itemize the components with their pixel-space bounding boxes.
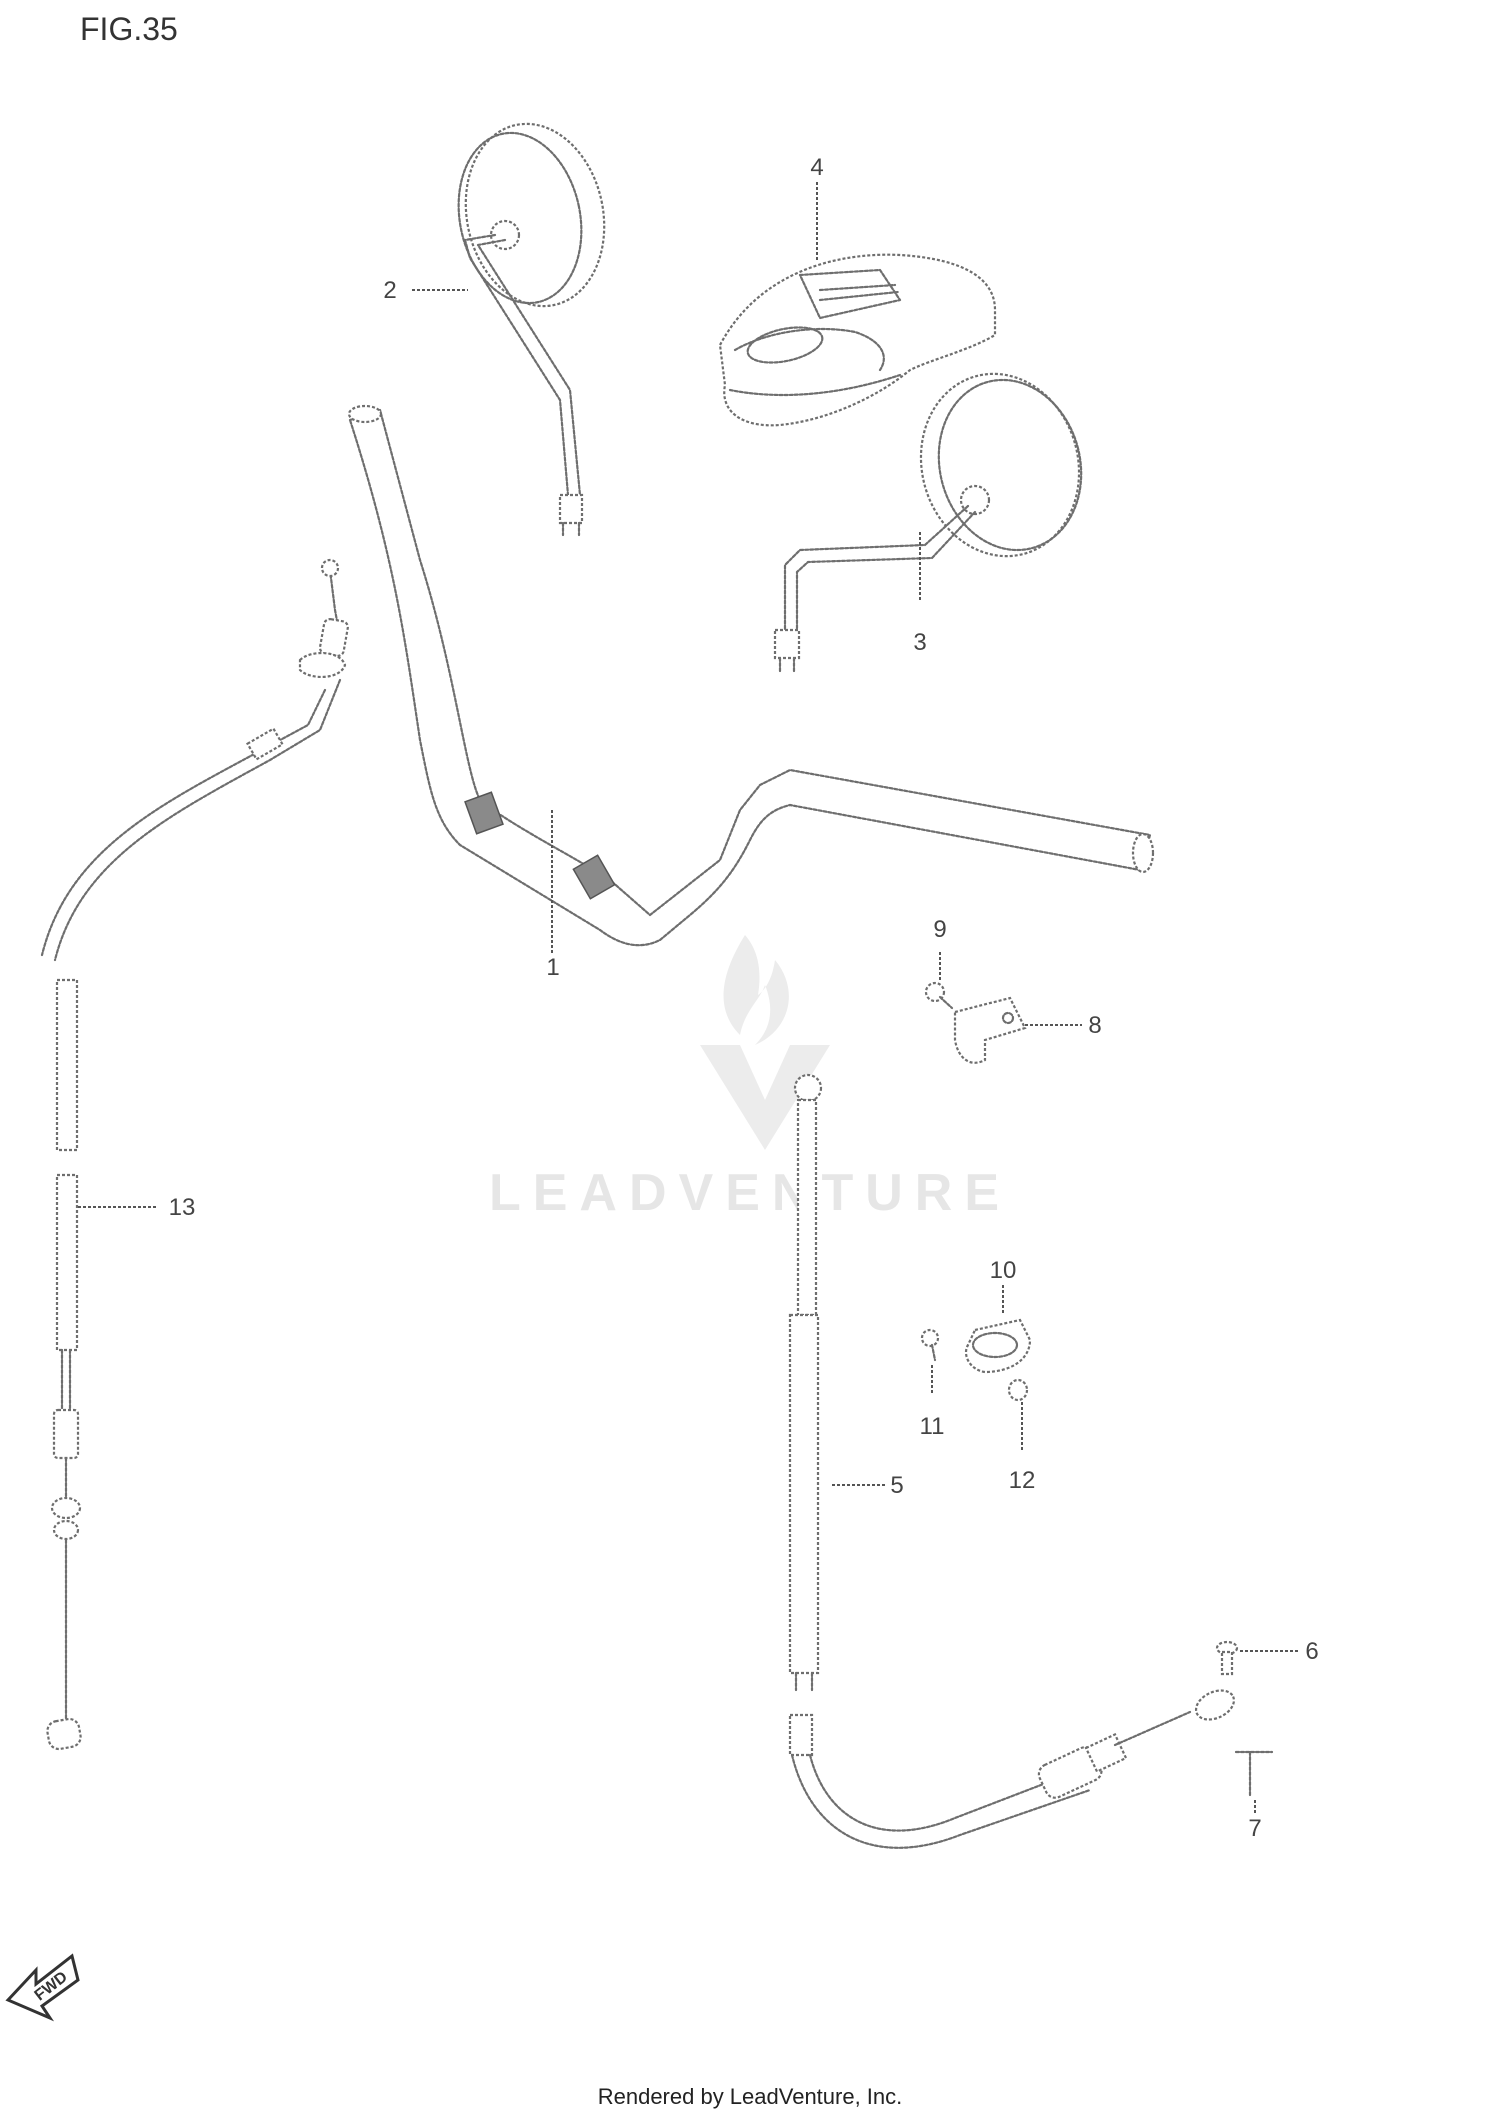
- bolt: [1215, 1640, 1239, 1676]
- cable-guide: [953, 996, 1027, 1064]
- callout-3: 3: [913, 629, 926, 656]
- screw: [920, 1328, 940, 1362]
- leader-lines: [78, 182, 1298, 1815]
- clutch-cable: [40, 558, 349, 1751]
- callout-7: 7: [1248, 1815, 1261, 1842]
- callout-9: 9: [933, 916, 946, 943]
- nut: [1007, 1378, 1029, 1402]
- watermark: LEADVENTURE: [489, 935, 1011, 1222]
- mirror-right: [773, 372, 1083, 674]
- callout-6: 6: [1305, 1638, 1318, 1665]
- callouts: 1 2 3 4 5 6 7 8 9 10 11 12 13: [169, 154, 1319, 1842]
- callout-2: 2: [383, 277, 396, 304]
- callout-1: 1: [546, 954, 559, 981]
- callout-12: 12: [1009, 1467, 1036, 1494]
- footer-credit: Rendered by LeadVenture, Inc.: [598, 2084, 903, 2109]
- callout-5: 5: [890, 1472, 903, 1499]
- screw: [924, 981, 954, 1010]
- callout-8: 8: [1088, 1012, 1101, 1039]
- watermark-flame-icon: [723, 935, 789, 1045]
- mirror-left: [457, 122, 606, 537]
- cable-clamp: [964, 1318, 1032, 1374]
- watermark-text: LEADVENTURE: [489, 1164, 1011, 1222]
- callout-11: 11: [920, 1413, 945, 1440]
- pin: [1234, 1750, 1274, 1797]
- callout-4: 4: [810, 154, 823, 181]
- watermark-v-icon: [700, 1045, 830, 1150]
- fwd-arrow-icon: FWD: [5, 1953, 80, 2022]
- figure-title: FIG.35: [80, 11, 178, 47]
- handlebar-cover: [718, 253, 997, 427]
- callout-10: 10: [990, 1257, 1017, 1284]
- throttle-cable: [788, 1073, 1236, 1849]
- handlebar: [347, 404, 1155, 947]
- callout-13: 13: [169, 1194, 196, 1221]
